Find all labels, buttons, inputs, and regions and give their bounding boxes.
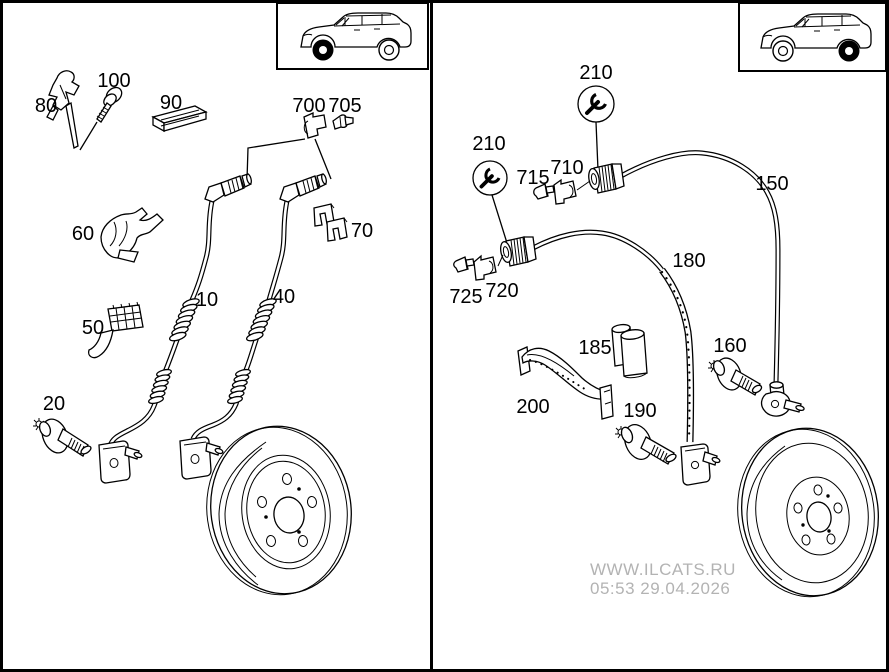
part-60-holder-drawing bbox=[100, 207, 164, 263]
part-label-720: 720 bbox=[485, 280, 518, 302]
part-725-plug-drawing bbox=[453, 256, 475, 273]
part-label-700: 700 bbox=[292, 95, 325, 117]
part-90-rail-drawing bbox=[151, 105, 208, 133]
part-label-210-lower: 210 bbox=[472, 133, 505, 155]
corrugation-ribs bbox=[227, 298, 277, 405]
watermark-site: WWW.ILCATS.RU bbox=[590, 560, 736, 579]
part-720-connector-drawing bbox=[473, 254, 497, 281]
part-70-clips-drawing bbox=[313, 203, 348, 242]
part-label-180: 180 bbox=[672, 250, 705, 272]
part-160-bolt-drawing bbox=[708, 357, 763, 396]
part-100-screw-drawing bbox=[79, 86, 123, 151]
part-label-715: 715 bbox=[516, 167, 549, 189]
connector-barrel-150 bbox=[588, 163, 625, 194]
part-715-plug-drawing bbox=[533, 183, 555, 200]
part-label-160: 160 bbox=[713, 335, 746, 357]
part-label-80: 80 bbox=[35, 95, 57, 117]
connector-plug-40 bbox=[279, 173, 327, 203]
connector-barrel-180 bbox=[499, 236, 537, 267]
part-label-40: 40 bbox=[273, 286, 295, 308]
rear-brake-disc-drawing bbox=[737, 427, 879, 598]
part-label-20: 20 bbox=[43, 393, 65, 415]
front-brake-disc-drawing bbox=[206, 425, 352, 596]
wrench-symbol-lower bbox=[472, 160, 508, 244]
leader-line-700-to-connector-10 bbox=[246, 138, 306, 181]
vehicle-thumbnail-front-box bbox=[276, 2, 429, 70]
vehicle-thumbnail-rear-box bbox=[738, 2, 887, 72]
part-label-70: 70 bbox=[351, 220, 373, 242]
part-label-710: 710 bbox=[550, 157, 583, 179]
part-50-connector-drawing bbox=[87, 301, 144, 359]
wheel-speed-sensor-150-tip bbox=[760, 381, 805, 417]
part-label-90: 90 bbox=[160, 92, 182, 114]
part-label-10: 10 bbox=[196, 289, 218, 311]
part-190-bolt-drawing bbox=[615, 424, 677, 465]
suv-side-view-rear-wheel-highlighted-icon bbox=[760, 13, 872, 62]
part-label-190: 190 bbox=[623, 400, 656, 422]
part-185-sleeve-drawing bbox=[611, 323, 648, 379]
part-label-60: 60 bbox=[72, 223, 94, 245]
part-label-200: 200 bbox=[516, 396, 549, 418]
part-700-connector-drawing bbox=[303, 111, 327, 139]
part-label-725: 725 bbox=[449, 286, 482, 308]
rear-sensor-cable-180-drawing bbox=[497, 229, 721, 486]
rear-sensor-cable-150-drawing bbox=[576, 150, 805, 417]
abs-sensor-cable-10-drawing bbox=[98, 173, 252, 484]
part-label-705: 705 bbox=[328, 95, 361, 117]
corrugation-ribs bbox=[148, 298, 200, 405]
part-20-bolt-drawing bbox=[33, 418, 92, 457]
part-label-185: 185 bbox=[578, 337, 611, 359]
part-label-210-upper: 210 bbox=[579, 62, 612, 84]
suv-side-view-front-wheel-highlighted-icon bbox=[300, 12, 412, 61]
wheel-speed-sensor-180-tip bbox=[680, 443, 721, 486]
part-label-100: 100 bbox=[97, 70, 130, 92]
part-label-150: 150 bbox=[755, 173, 788, 195]
part-200-guard-drawing bbox=[517, 346, 614, 420]
part-705-plug-drawing bbox=[332, 114, 354, 130]
part-710-connector-drawing bbox=[553, 178, 577, 205]
watermark-timestamp: 05:53 29.04.2026 bbox=[590, 579, 730, 598]
part-80-bracket-drawing bbox=[46, 70, 80, 149]
wheel-speed-sensor-40-tip bbox=[179, 436, 224, 480]
abs-sensor-cable-40-drawing bbox=[179, 173, 327, 480]
part-label-50: 50 bbox=[82, 317, 104, 339]
wrench-symbol-upper bbox=[577, 85, 615, 171]
wheel-speed-sensor-10-tip bbox=[98, 440, 143, 484]
leader-line-700-to-connector-40 bbox=[314, 138, 332, 180]
connector-plug-10 bbox=[204, 173, 252, 203]
